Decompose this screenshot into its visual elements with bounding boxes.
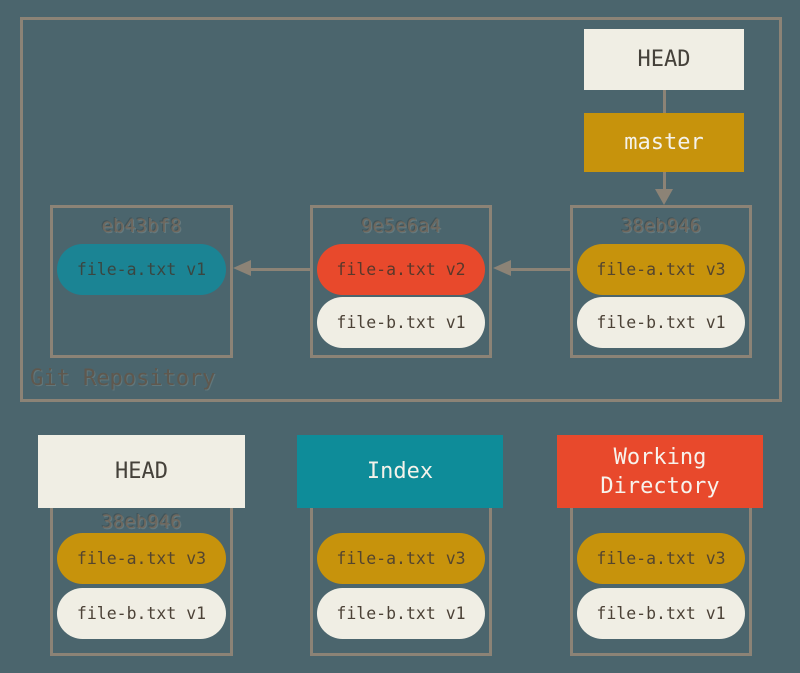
head-ref-box: HEAD	[584, 29, 744, 90]
file-blob-pill: file-a.txt v3	[577, 244, 745, 295]
tree-box-head: 38eb946 file-a.txt v3 file-b.txt v1	[50, 508, 233, 656]
parent-arrowhead-icon-left-2	[493, 260, 511, 276]
file-blob-pill: file-a.txt v3	[577, 533, 745, 584]
parent-arrowhead-icon-left-1	[233, 260, 251, 276]
file-blob-pill: file-b.txt v1	[577, 588, 745, 639]
master-to-commit-arrow-line	[663, 172, 666, 190]
commit-box-eb43bf8: eb43bf8 file-a.txt v1	[50, 205, 233, 358]
commit-hash: eb43bf8	[101, 215, 182, 237]
git-repository-rect	[20, 17, 782, 402]
master-branch-box: master	[584, 113, 744, 172]
commit-box-38eb946: 38eb946 file-a.txt v3 file-b.txt v1	[570, 205, 752, 358]
tree-header-head: HEAD	[38, 435, 245, 508]
tree-box-working-directory: file-a.txt v3 file-b.txt v1	[570, 508, 752, 656]
file-blob-pill: file-b.txt v1	[577, 297, 745, 348]
head-to-master-connector	[663, 90, 666, 113]
parent-arrow-line-38eb946-to-9e5e6a4	[511, 268, 570, 271]
file-blob-pill: file-b.txt v1	[317, 297, 485, 348]
tree-box-index: file-a.txt v3 file-b.txt v1	[310, 508, 492, 656]
commit-box-9e5e6a4: 9e5e6a4 file-a.txt v2 file-b.txt v1	[310, 205, 492, 358]
tree-header-working-directory: Working Directory	[557, 435, 763, 508]
tree-commit-hash: 38eb946	[101, 511, 182, 533]
commit-hash: 38eb946	[620, 215, 702, 237]
file-blob-pill: file-a.txt v2	[317, 244, 485, 295]
file-blob-pill: file-a.txt v1	[57, 244, 226, 295]
master-to-commit-arrowhead-icon	[655, 189, 673, 205]
file-blob-pill: file-a.txt v3	[57, 533, 226, 584]
commit-hash: 9e5e6a4	[360, 215, 442, 237]
git-repository-label: Git Repository	[30, 366, 216, 391]
file-blob-pill: file-b.txt v1	[57, 588, 226, 639]
parent-arrow-line-9e5e6a4-to-eb43bf8	[251, 268, 310, 271]
file-blob-pill: file-a.txt v3	[317, 533, 485, 584]
tree-header-index: Index	[297, 435, 503, 508]
file-blob-pill: file-b.txt v1	[317, 588, 485, 639]
